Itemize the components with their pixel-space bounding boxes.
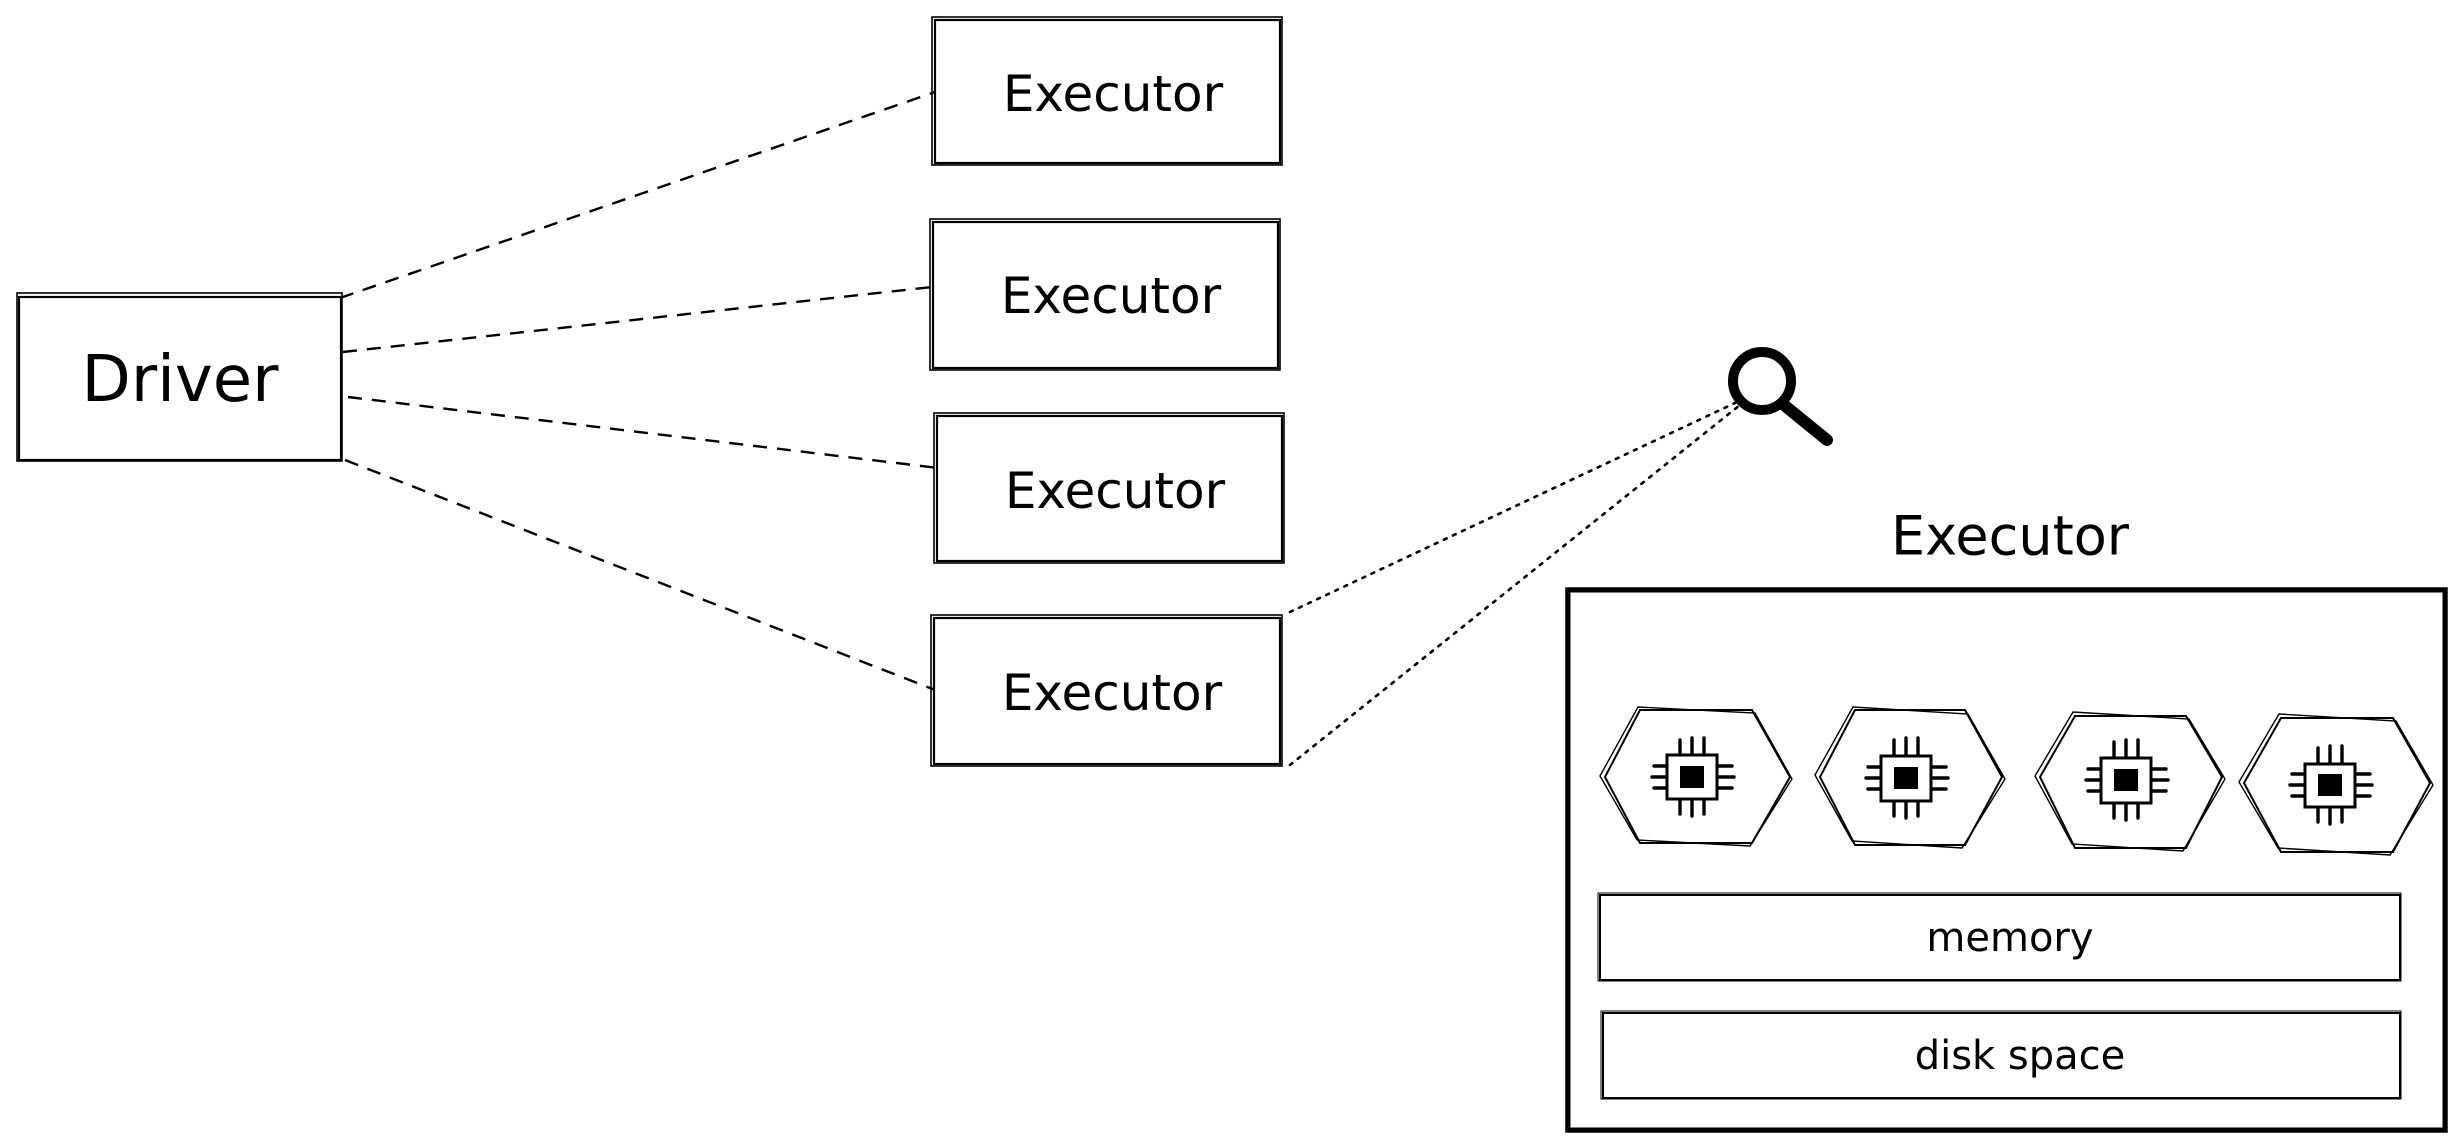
executor-label-1: Executor bbox=[1003, 65, 1224, 123]
connector-driver-executor-1 bbox=[339, 90, 936, 300]
cpu-chip-icon bbox=[1650, 736, 1736, 818]
zoom-line-bottom bbox=[1288, 403, 1742, 767]
cpu-chip-icon bbox=[1864, 736, 1950, 820]
zoom-line-top bbox=[1288, 401, 1737, 614]
disk-space-bar: disk space bbox=[1600, 1010, 2402, 1100]
connector-driver-executor-4 bbox=[344, 458, 936, 692]
executor-node-2: Executor bbox=[929, 218, 1281, 371]
driver-executor-connectors bbox=[339, 90, 939, 692]
cpu-chip-icon bbox=[2288, 744, 2374, 826]
driver-node: Driver bbox=[16, 292, 343, 462]
cpu-chip-icon bbox=[2084, 738, 2170, 822]
executor-label-4: Executor bbox=[1002, 664, 1223, 722]
connector-driver-executor-2 bbox=[342, 285, 933, 354]
magnifier-icon bbox=[1728, 347, 1833, 446]
memory-label: memory bbox=[1926, 915, 2093, 961]
executor-label-3: Executor bbox=[1005, 462, 1226, 520]
executor-label-2: Executor bbox=[1001, 267, 1222, 325]
memory-bar: memory bbox=[1597, 892, 2402, 982]
cpu-core-3 bbox=[2034, 711, 2226, 852]
driver-label: Driver bbox=[82, 343, 280, 417]
executor-node-1: Executor bbox=[931, 16, 1283, 166]
detail-executor-title: Executor bbox=[1891, 505, 2130, 568]
executor-node-4: Executor bbox=[930, 614, 1283, 767]
cpu-core-1 bbox=[1599, 706, 1793, 847]
disk-space-label: disk space bbox=[1915, 1033, 2126, 1079]
zoom-connectors bbox=[1288, 401, 1742, 767]
connector-driver-executor-3 bbox=[347, 395, 939, 470]
cpu-core-2 bbox=[1814, 706, 2006, 849]
cpu-core-4 bbox=[2238, 713, 2434, 856]
executor-node-3: Executor bbox=[933, 412, 1285, 564]
